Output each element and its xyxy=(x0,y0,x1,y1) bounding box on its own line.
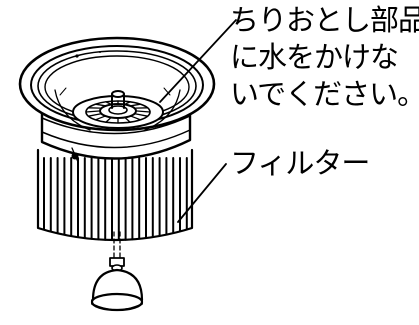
leader-line-strainer xyxy=(159,19,237,103)
hub-spoke xyxy=(105,117,112,123)
bottom-cap xyxy=(90,264,144,312)
filter-label: フィルター xyxy=(230,146,370,180)
hub-spoke xyxy=(136,110,151,113)
strainer-warning-line-3: いでください。 xyxy=(230,77,419,111)
hub-spoke xyxy=(87,113,102,117)
filter-fins xyxy=(36,148,194,242)
hub-spoke xyxy=(94,103,106,107)
hub-spoke xyxy=(85,110,100,113)
strainer-warning-line-1: ちりおとし部品 xyxy=(230,3,419,37)
hub-spoke xyxy=(130,115,142,121)
leader-line-filter xyxy=(177,163,227,223)
stem xyxy=(109,231,125,267)
hub-spoke xyxy=(124,117,131,123)
hub-spoke xyxy=(134,113,149,117)
strainer-hub xyxy=(72,90,164,129)
hub-spoke xyxy=(94,115,106,121)
strainer-warning-line-2: に水をかけな xyxy=(230,40,399,74)
hub-spoke xyxy=(130,103,142,107)
